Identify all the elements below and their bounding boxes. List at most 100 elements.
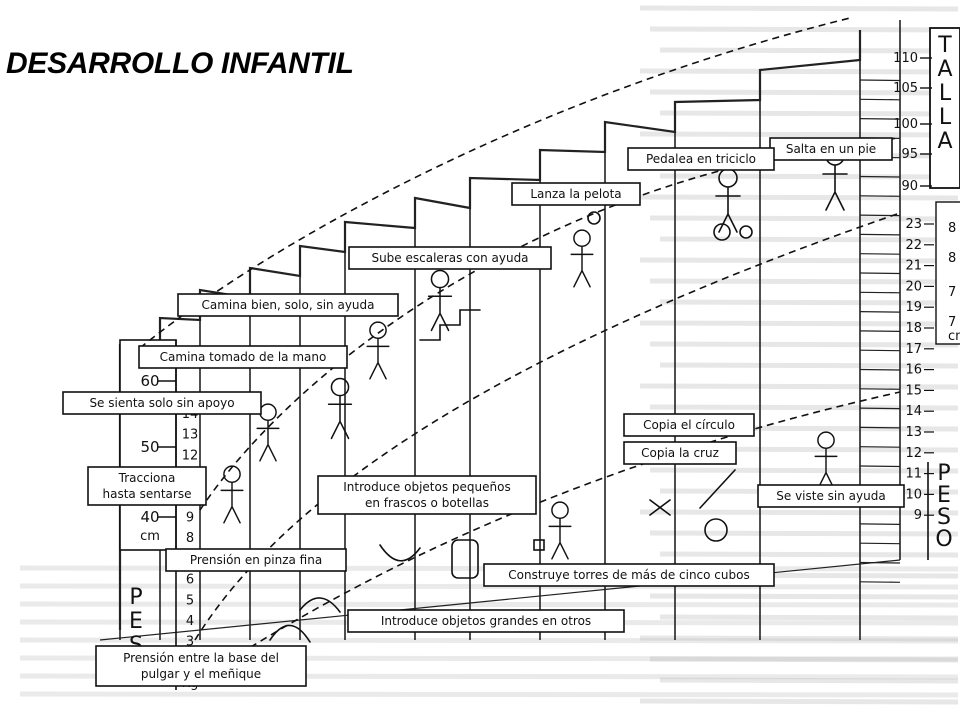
grid-horizontal <box>859 311 901 313</box>
grid-horizontal <box>859 233 901 236</box>
peso-tick: 18 <box>905 321 922 336</box>
talla-tick: 95 <box>901 147 918 162</box>
figure-body <box>814 447 838 490</box>
talla-tick: 100 <box>893 117 918 132</box>
grid-staircase-edge <box>118 30 862 630</box>
milestone-camina-bien: Camina bien, solo, sin ayuda <box>177 293 399 317</box>
grid-horizontal <box>859 465 901 468</box>
grid-horizontal <box>859 175 901 178</box>
milestone-introduce-gra: Introduce objetos grandes en otros <box>347 609 625 633</box>
texture-line <box>19 691 959 698</box>
peso-tick: 10 <box>905 487 922 502</box>
milestone-box <box>348 246 552 270</box>
milestone-box <box>623 441 737 465</box>
milestone-box <box>95 645 307 687</box>
milestone-pinza: Prensión en pinza fina <box>165 548 347 572</box>
child-throwing-figure <box>570 229 594 288</box>
edge-band <box>935 201 960 345</box>
left-talla-band <box>119 339 177 551</box>
milestone-text: Copia la cruz <box>641 446 719 460</box>
milestone-text: Lanza la pelota <box>530 187 621 201</box>
child-walking-figure <box>366 321 390 380</box>
milestone-sienta: Se sienta solo sin apoyo <box>62 391 262 415</box>
peso-letter: E <box>937 483 951 508</box>
milestone-sube: Sube escaleras con ayuda <box>348 246 552 270</box>
texture-line <box>659 173 959 180</box>
texture-line <box>649 26 959 33</box>
figure-body <box>256 419 280 462</box>
figure-body <box>427 286 453 332</box>
figure-body <box>822 164 848 211</box>
peso-tick: 13 <box>905 425 922 440</box>
grid-horizontal <box>859 118 901 120</box>
milestone-box <box>347 609 625 633</box>
milestone-box <box>483 563 775 587</box>
talla-letter: A <box>937 57 952 82</box>
left-peso-tick: 6 <box>186 573 194 588</box>
texture-line <box>659 236 959 243</box>
grid-horizontal <box>859 407 901 410</box>
circle-drawing <box>704 518 728 542</box>
grid-horizontal <box>859 368 901 371</box>
grid-horizontal <box>859 542 901 545</box>
left-talla-tick: 40 <box>140 508 159 526</box>
texture-line <box>659 614 959 621</box>
texture-line <box>659 677 959 684</box>
texture-line <box>639 509 959 516</box>
edge-tick: 7 <box>948 285 956 300</box>
left-peso-tick: 13 <box>182 428 199 443</box>
figure-head <box>223 465 241 484</box>
milestone-box <box>627 147 775 171</box>
milestone-box <box>177 293 399 317</box>
peso-tick: 20 <box>905 279 922 294</box>
texture-line <box>649 278 959 285</box>
left-peso-letter: E <box>129 609 143 634</box>
texture-line <box>639 68 959 75</box>
texture-line <box>649 656 959 663</box>
peso-tick: 16 <box>905 363 922 378</box>
milestone-box <box>511 182 641 206</box>
texture-line <box>659 110 959 117</box>
milestone-text: Construye torres de más de cinco cubos <box>508 568 749 582</box>
texture-line <box>639 131 959 138</box>
page-title: DESARROLLO INFANTIL <box>6 47 354 80</box>
milestone-text: Tracciona <box>118 471 176 485</box>
peso-tick: 17 <box>905 342 922 357</box>
child-climbing-figure <box>427 269 453 332</box>
milestone-box <box>62 391 262 415</box>
talla-tick: 90 <box>901 179 918 194</box>
figure-head <box>259 403 277 422</box>
peso-letter: O <box>935 527 952 552</box>
figure-body <box>715 186 741 233</box>
texture-line <box>659 551 959 558</box>
texture-line <box>649 593 959 600</box>
grid-horizontal <box>859 561 901 564</box>
milestone-text: Se viste sin ayuda <box>776 489 885 503</box>
child-cubes-figure <box>548 501 572 560</box>
figure-head <box>430 269 450 289</box>
grid <box>99 20 901 641</box>
peso-letter: S <box>937 505 951 530</box>
left-peso-tick: 3 <box>186 635 194 650</box>
tricycle-wheel-back <box>739 225 753 239</box>
milestone-camina-mano: Camina tomado de la mano <box>138 345 348 369</box>
left-talla-tick: 50 <box>140 438 159 456</box>
grid-horizontal <box>859 523 901 525</box>
grid-horizontal <box>859 253 901 255</box>
figure-body <box>548 517 572 560</box>
talla-letter: T <box>937 33 952 58</box>
figure-head <box>330 377 350 397</box>
milestone-text: Camina tomado de la mano <box>160 350 327 364</box>
talla-tick: 110 <box>893 51 918 66</box>
left-peso-tick: 5 <box>186 593 194 608</box>
peso-tick: 11 <box>905 467 922 482</box>
figure-head <box>817 431 835 450</box>
milestone-box <box>757 484 905 508</box>
milestone-copia-cruz: Copia la cruz <box>623 441 737 465</box>
left-peso-letter: P <box>129 585 142 610</box>
texture-line <box>659 47 959 54</box>
texture-line <box>649 404 959 411</box>
